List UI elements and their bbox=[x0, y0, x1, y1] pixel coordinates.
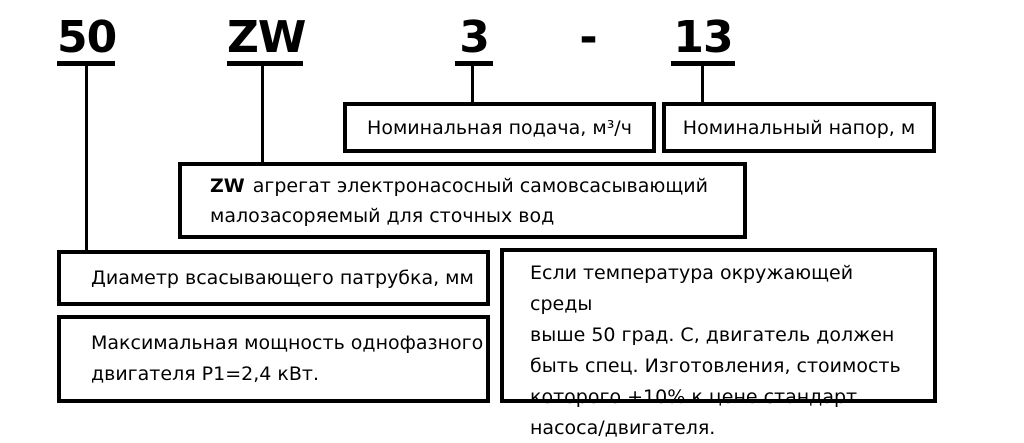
connector-diameter bbox=[85, 66, 88, 250]
series-description-box: ZW агрегат электронасосный самовсасывающи… bbox=[178, 162, 747, 239]
code-series-value: ZW bbox=[227, 12, 306, 63]
power-note-text: Максимальная мощность однофазного двигат… bbox=[91, 332, 484, 385]
connector-head bbox=[701, 66, 704, 102]
series-description-line1: ZW агрегат электронасосный самовсасывающи… bbox=[210, 171, 743, 201]
temperature-note-box: Если температура окружающей среды выше 5… bbox=[500, 248, 937, 439]
code-head-underline bbox=[671, 61, 735, 66]
temperature-note-text: Если температура окружающей среды выше 5… bbox=[530, 262, 901, 439]
diameter-callout-box: Диаметр всасывающего патрубка, мм bbox=[57, 250, 490, 306]
flow-callout-label: Номинальная подача, м³/ч bbox=[367, 116, 632, 139]
connector-flow bbox=[471, 66, 474, 102]
head-callout-box: Номинальный напор, м bbox=[662, 102, 936, 153]
code-flow-value: 3 bbox=[459, 12, 490, 63]
series-code-label: ZW bbox=[210, 174, 245, 197]
code-head-value: 13 bbox=[673, 12, 733, 63]
code-series-underline bbox=[227, 61, 303, 66]
power-note-box: Максимальная мощность однофазного двигат… bbox=[57, 315, 490, 403]
flow-callout-box: Номинальная подача, м³/ч bbox=[343, 102, 656, 153]
code-separator: - bbox=[579, 12, 597, 63]
head-callout-label: Номинальный напор, м bbox=[682, 116, 916, 139]
code-flow-underline bbox=[455, 61, 493, 66]
connector-series bbox=[261, 66, 264, 162]
diameter-callout-label: Диаметр всасывающего патрубка, мм bbox=[91, 267, 474, 289]
series-description-line2: малозасоряемый для сточных вод bbox=[210, 204, 555, 227]
code-diameter-value: 50 bbox=[57, 12, 117, 63]
code-diameter-underline bbox=[57, 61, 115, 66]
series-line1-text: агрегат электронасосный самовсасывающий bbox=[252, 174, 708, 197]
